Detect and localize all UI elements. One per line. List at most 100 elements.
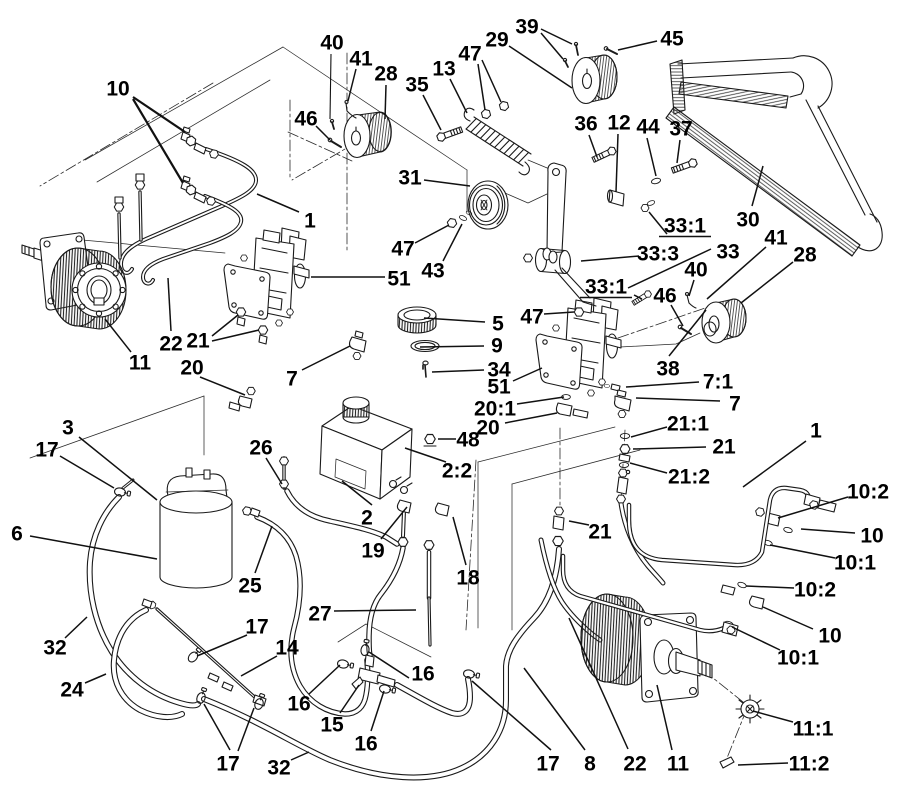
callout-17: 17 — [196, 616, 269, 657]
hose-32-left — [87, 495, 200, 708]
callout-2-2: 2:2 — [404, 447, 472, 483]
callout-label: 40 — [684, 259, 707, 282]
callout-label: 5 — [492, 313, 504, 336]
callout-17: 17 — [35, 439, 115, 489]
line-1-right-lower — [561, 554, 726, 633]
callout-label: 33:1 — [585, 276, 627, 299]
callout-1: 1 — [742, 420, 822, 488]
callout-21-1: 21:1 — [630, 413, 709, 438]
callout-20-1: 20:1 — [474, 396, 565, 421]
callout-10-1: 10:1 — [731, 626, 819, 670]
callout-label: 51 — [487, 376, 511, 399]
callout-label: 10:2 — [847, 481, 889, 504]
callout-label: 21:1 — [667, 413, 709, 436]
tank-nut-48 — [423, 433, 437, 447]
hoses — [86, 147, 666, 781]
spacer-12-washer-44 — [606, 176, 662, 207]
callout-22: 22 — [159, 277, 183, 356]
callout-47: 47 — [391, 224, 450, 261]
callout-36: 36 — [574, 113, 598, 158]
callout-label: 20 — [180, 357, 203, 380]
callout-14: 14 — [240, 637, 299, 677]
callout-38: 38 — [656, 309, 707, 381]
callout-51: 51 — [311, 268, 411, 291]
callout-17: 17 — [471, 680, 560, 776]
extension-spring — [463, 107, 532, 176]
drive-belt — [665, 55, 883, 257]
callout-label: 12 — [607, 112, 630, 135]
callout-12: 12 — [607, 112, 631, 193]
callout-label: 14 — [275, 637, 299, 660]
callout-46: 46 — [294, 108, 331, 141]
callout-10-1: 10:1 — [769, 544, 876, 575]
clamp-stub — [122, 479, 134, 489]
left-wheel-motor — [21, 232, 127, 330]
cap-oring — [410, 339, 440, 353]
callout-label: 17 — [216, 753, 239, 776]
callout-label: 22 — [623, 753, 646, 776]
callout-label: 17 — [536, 753, 559, 776]
callout-33-1: 33:1 — [648, 211, 711, 238]
callout-label: 20 — [476, 417, 499, 440]
callout-label: 33 — [716, 241, 739, 264]
callout-34: 34 — [431, 359, 511, 382]
callout-47: 47 — [458, 43, 502, 111]
callout-11-1: 11:1 — [752, 710, 834, 741]
callout-22: 22 — [568, 617, 647, 776]
callout-label: 7:1 — [703, 371, 734, 394]
callout-label: 2:2 — [442, 460, 472, 483]
callout-45: 45 — [617, 28, 684, 51]
callout-label: 9 — [491, 335, 503, 358]
hose-25 — [255, 515, 370, 716]
callout-label: 6 — [11, 523, 23, 546]
callout-33: 33 — [627, 241, 740, 289]
callout-label: 21 — [712, 436, 736, 459]
callout-label: 1 — [810, 420, 822, 443]
right-hydraulic-lines — [560, 469, 837, 637]
callout-label: 48 — [456, 429, 480, 452]
callout-35: 35 — [405, 74, 442, 131]
callout-15: 15 — [320, 684, 360, 737]
oil-filter — [159, 467, 261, 589]
callout-label: 33:3 — [637, 243, 679, 266]
tube-stub-b — [139, 191, 142, 241]
callout-9: 9 — [419, 335, 503, 358]
callout-label: 24 — [60, 679, 84, 702]
callout-label: 11 — [667, 753, 690, 776]
callout-label: 22 — [159, 333, 182, 356]
callout-41: 41 — [706, 227, 788, 300]
callout-39: 39 — [515, 16, 573, 60]
callout-10: 10 — [762, 606, 842, 648]
callout-48: 48 — [438, 429, 480, 452]
callout-37: 37 — [669, 118, 693, 164]
callout-33-1: 33:1 — [580, 276, 643, 300]
callout-label: 30 — [736, 209, 759, 232]
callout-label: 43 — [421, 260, 444, 283]
callout-21: 21 — [186, 314, 260, 353]
callout-label: 47 — [391, 238, 414, 261]
tube-27 — [428, 597, 431, 646]
hose-32-right-hook — [395, 677, 472, 716]
callout-label: 3 — [62, 417, 74, 440]
callout-25: 25 — [238, 525, 273, 598]
callout-47: 47 — [520, 306, 575, 329]
callout-label: 21:2 — [668, 466, 710, 489]
callout-51: 51 — [487, 367, 543, 399]
callout-32: 32 — [43, 616, 88, 660]
callout-17: 17 — [203, 703, 255, 776]
callout-label: 47 — [520, 306, 543, 329]
callout-label: 31 — [398, 167, 422, 190]
callout-29: 29 — [485, 29, 573, 89]
tube-stub-a — [118, 213, 121, 259]
callout-label: 20:1 — [474, 398, 516, 421]
callout-label: 35 — [405, 74, 429, 97]
callout-label: 26 — [249, 437, 272, 460]
hose-26 — [285, 489, 399, 546]
callout-label: 40 — [320, 32, 343, 55]
callout-label: 41 — [764, 227, 788, 250]
callout-label: 10:1 — [834, 552, 876, 575]
callout-24: 24 — [60, 673, 107, 702]
callout-13: 13 — [432, 58, 468, 114]
